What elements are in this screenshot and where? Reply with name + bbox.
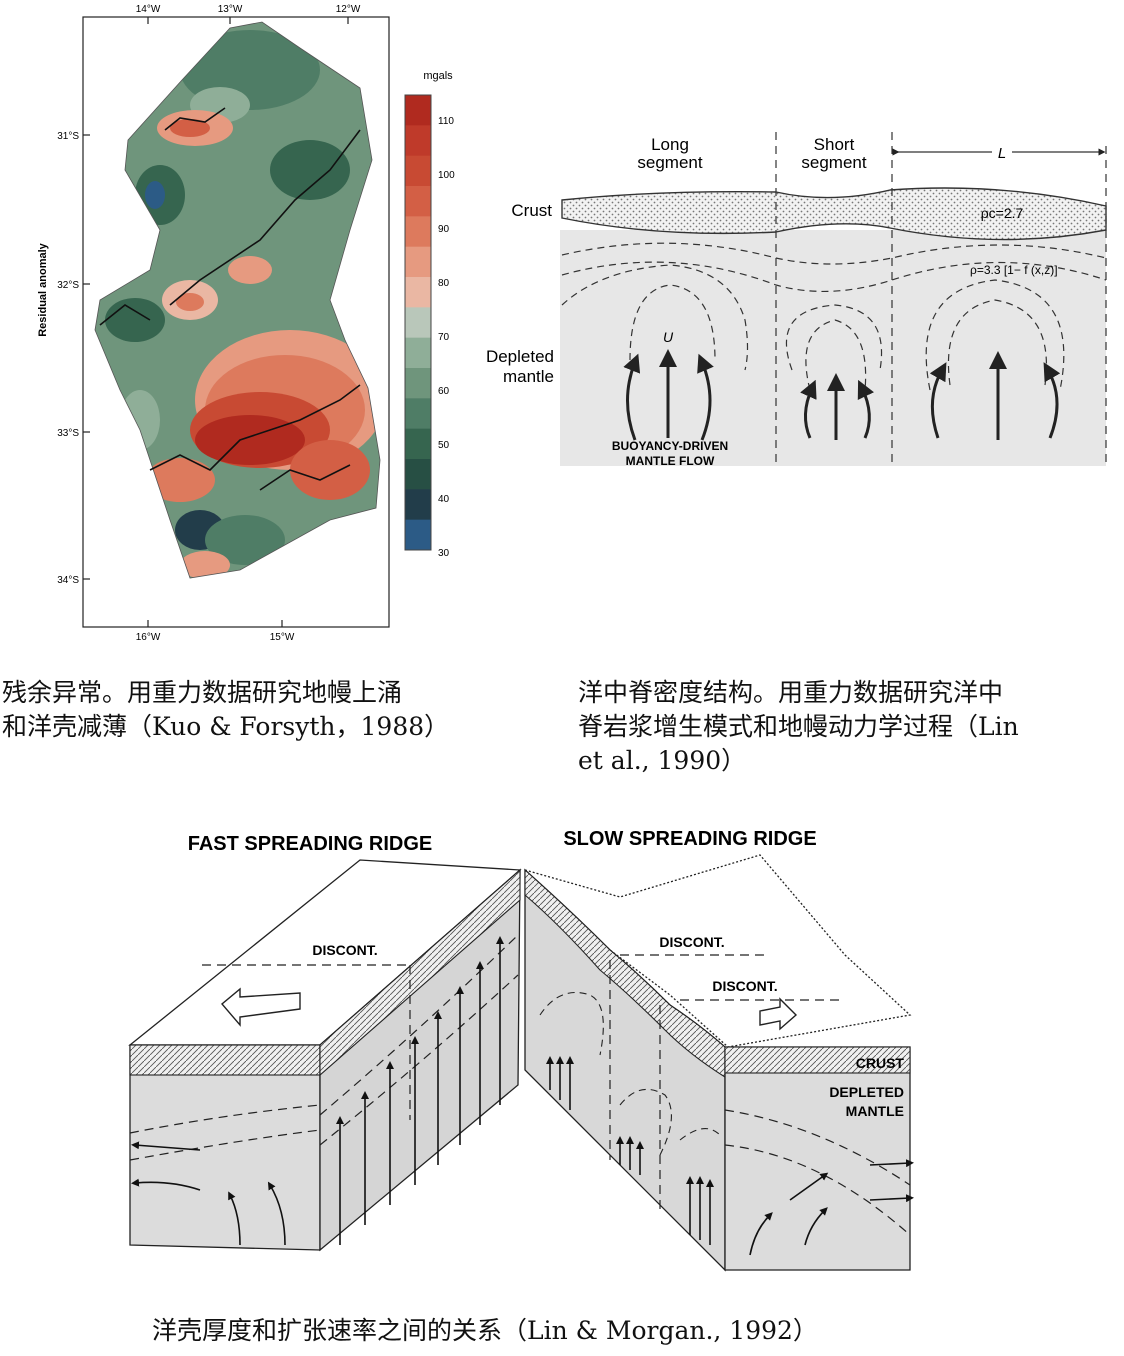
short-segment-label-1: Short: [814, 135, 855, 154]
scale-tick-label: 30: [438, 548, 450, 559]
scale-swatch: [405, 95, 431, 126]
section-caption-line-1: 洋中脊密度结构。用重力数据研究洋中: [578, 678, 1004, 707]
lon-label-top-1: 14°W: [136, 4, 161, 15]
slow-discont-label-1: DISCONT.: [659, 934, 724, 950]
color-scale-bar: [404, 94, 432, 551]
scale-frame: [404, 94, 432, 551]
lon-label-top-2: 13°W: [218, 4, 243, 15]
scale-swatch: [405, 216, 431, 248]
slow-ridge-block: [524, 854, 914, 1272]
scale-swatch: [405, 459, 431, 490]
scale-tick-label: 100: [438, 170, 455, 181]
scale-tick-label: 110: [438, 116, 454, 127]
lon-label-bottom-2: 15°W: [270, 632, 295, 640]
short-segment-label-2: segment: [801, 153, 866, 172]
crust-density-label: ρc=2.7: [981, 205, 1024, 221]
length-label: L: [998, 145, 1006, 162]
crust-label: Crust: [511, 201, 552, 220]
depleted-mantle-label-1: DEPLETED: [829, 1084, 904, 1100]
lat-label-3: 33°S: [57, 428, 79, 439]
mantle-flow-arrows: [623, 349, 1061, 441]
depleted-mantle-label-2: MANTLE: [846, 1103, 904, 1119]
anomaly-surface: [95, 22, 380, 578]
density-structure-diagram: Long segment Short segment L Crust ρc=2.…: [470, 120, 1120, 480]
spreading-ridge-diagram: FAST SPREADING RIDGE SLOW SPREADING RIDG…: [120, 815, 920, 1300]
scale-swatch: [405, 246, 431, 278]
lon-label-top-3: 12°W: [336, 4, 361, 15]
scale-swatch: [405, 307, 431, 339]
lat-label-4: 34°S: [57, 575, 79, 586]
slow-discont-label-2: DISCONT.: [712, 978, 777, 994]
lon-label-bottom-1: 16°W: [136, 632, 161, 640]
lat-label-2: 32°S: [57, 280, 79, 291]
long-segment-label-1: Long: [651, 135, 689, 154]
residual-anomaly-map: 14°W 13°W 12°W 16°W 15°W 31°S 32°S 33°S …: [0, 0, 480, 643]
map-caption-line-1: 残余异常。用重力数据研究地幔上涌: [2, 678, 403, 707]
mantle-density-label: ρ=3.3 [1− f (x,z)]: [970, 263, 1058, 277]
scale-swatch: [405, 277, 431, 308]
scale-swatch: [405, 186, 431, 217]
slow-ridge-title: SLOW SPREADING RIDGE: [563, 828, 816, 850]
scale-swatch: [405, 398, 431, 430]
section-caption-line-2: 脊岩浆增生模式和地幔动力学过程（Lin: [578, 712, 1019, 741]
crust-layer-label: CRUST: [856, 1055, 905, 1071]
flow-label-2: MANTLE FLOW: [626, 454, 715, 468]
scale-tick-label: 90: [438, 224, 450, 235]
scale-swatch: [405, 519, 431, 551]
scale-tick-label: 50: [438, 440, 450, 451]
map-frame: [82, 16, 390, 628]
long-segment-label-2: segment: [637, 153, 702, 172]
map-figure: 14°W 13°W 12°W 16°W 15°W 31°S 32°S 33°S …: [37, 4, 455, 643]
scale-swatch: [405, 428, 431, 460]
map-ylabel: Residual anomaly: [37, 242, 49, 336]
scale-swatch: [405, 155, 431, 187]
scale-tick-label: 70: [438, 332, 450, 343]
density-contours: [561, 242, 1107, 391]
scale-swatch: [405, 368, 431, 399]
lat-label-1: 31°S: [57, 131, 79, 142]
color-scale-ticks: 110 100 90 80 70 60 50 40 30: [438, 116, 455, 559]
scale-swatch: [405, 125, 431, 157]
section-figure: Long segment Short segment L Crust ρc=2.…: [486, 132, 1107, 468]
depleted-mantle-label-2: mantle: [503, 367, 554, 386]
scale-tick-label: 40: [438, 494, 450, 505]
ridge-trace: [99, 107, 361, 491]
fast-ridge-block: [128, 859, 522, 1252]
fast-ridge-title: FAST SPREADING RIDGE: [188, 833, 432, 855]
scale-swatch: [405, 337, 431, 369]
fast-discont-label: DISCONT.: [312, 942, 377, 958]
scale-tick-label: 60: [438, 386, 450, 397]
ridge-caption: 洋壳厚度和扩张速率之间的关系（Lin & Morgan., 1992）: [152, 1316, 818, 1345]
scale-tick-label: 80: [438, 278, 450, 289]
section-caption-line-3: et al., 1990）: [578, 746, 747, 775]
ridge-figure: FAST SPREADING RIDGE SLOW SPREADING RIDG…: [128, 828, 914, 1272]
flow-label-1: BUOYANCY-DRIVEN: [612, 439, 728, 453]
depleted-mantle-label-1: Depleted: [486, 347, 554, 366]
scale-swatch: [405, 489, 431, 521]
map-caption-line-2: 和洋壳减薄（Kuo & Forsyth，1988）: [2, 712, 450, 741]
upwelling-velocity-label: U: [663, 329, 674, 345]
scale-unit: mgals: [423, 70, 453, 82]
